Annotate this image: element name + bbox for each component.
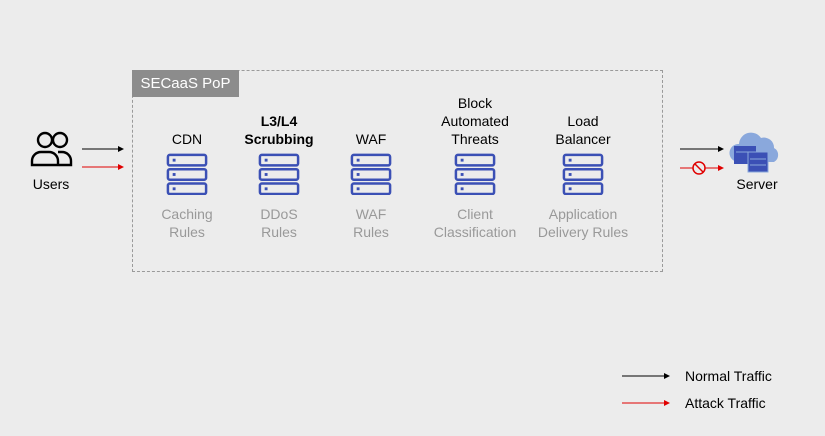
stage-title-line: Block bbox=[457, 95, 493, 111]
legend-normal-traffic: Normal Traffic bbox=[685, 368, 772, 384]
server-label: Server bbox=[736, 176, 778, 192]
stage-subtitle-line: Client bbox=[457, 206, 493, 222]
stage-subtitle-line: WAF bbox=[355, 206, 387, 222]
stage-subtitle-line: Rules bbox=[353, 224, 389, 240]
stage-subtitle-line: DDoS bbox=[260, 206, 298, 222]
stage-title-line: L3/L4 bbox=[260, 113, 298, 129]
stage-subtitle: WAF Rules bbox=[311, 205, 431, 241]
legend-arrows bbox=[622, 373, 670, 406]
server-rack-icon bbox=[166, 153, 208, 195]
users-to-pop-arrows bbox=[82, 146, 124, 170]
stage-title-line: Threats bbox=[451, 131, 499, 147]
stage-title-line: Load bbox=[567, 113, 599, 129]
stage-subtitle-line: Caching bbox=[161, 206, 213, 222]
stage-subtitle-line: Delivery Rules bbox=[537, 224, 629, 240]
stage-title-line: Balancer bbox=[555, 131, 611, 147]
stage-subtitle-line: Rules bbox=[261, 224, 297, 240]
blocked-icon bbox=[692, 161, 706, 175]
server-rack-icon bbox=[258, 153, 300, 195]
server-rack-icon bbox=[454, 153, 496, 195]
pop-label: SECaaS PoP bbox=[132, 70, 239, 97]
stage-title: CDN bbox=[127, 130, 247, 148]
users-label: Users bbox=[32, 176, 70, 192]
stage-title-line: WAF bbox=[355, 131, 387, 147]
stage-title-line: CDN bbox=[171, 131, 203, 147]
stage-title-line: Automated bbox=[441, 113, 509, 129]
server-rack-icon bbox=[350, 153, 392, 195]
stage-subtitle: DDoS Rules bbox=[219, 205, 339, 241]
cloud-server-icon bbox=[729, 132, 779, 173]
stage-title-line: Scrubbing bbox=[244, 131, 314, 147]
secaas-pop-container bbox=[132, 70, 663, 272]
stage-subtitle-line: Application bbox=[548, 206, 618, 222]
legend-attack-traffic: Attack Traffic bbox=[685, 395, 766, 411]
stage-title: WAF bbox=[311, 130, 431, 148]
stage-subtitle-line: Classification bbox=[433, 224, 517, 240]
server-rack-icon bbox=[562, 153, 604, 195]
stage-subtitle-line: Rules bbox=[169, 224, 205, 240]
users-icon bbox=[30, 131, 73, 167]
